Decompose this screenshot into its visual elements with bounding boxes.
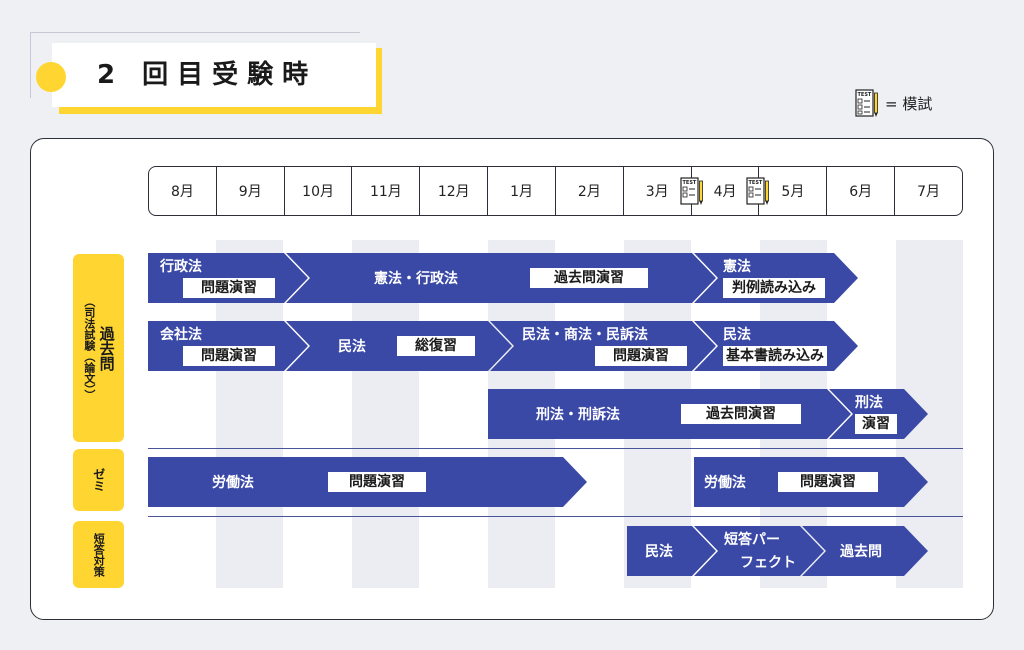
month-cell: 10月	[285, 167, 353, 215]
month-cell: 5月	[759, 167, 828, 215]
subject-label: 憲法・行政法	[374, 271, 458, 287]
test-sheet-icon: TEST	[855, 89, 878, 117]
month-cell: 2月	[556, 167, 624, 215]
subject-label: 民法・商法・民訴法	[522, 327, 648, 343]
month-cell: 11月	[352, 167, 421, 215]
section-sublabel: （司法試験（論文））	[82, 295, 96, 401]
section-label: 短答対策	[92, 532, 106, 577]
month-cell: 12月	[420, 167, 489, 215]
subject-label: 刑法	[855, 395, 883, 411]
page-title: 2 回目受験時	[97, 60, 318, 90]
subject-label: 行政法	[160, 259, 202, 275]
subject-label: 過去問	[840, 544, 882, 560]
legend-label: = 模試	[885, 94, 933, 113]
task-box: 判例読み込み	[723, 278, 825, 298]
subject-label: フェクト	[740, 555, 796, 571]
test-sheet-icon: TEST	[746, 177, 770, 211]
subject-label: 憲法	[723, 259, 751, 275]
section-label: 過去問	[97, 325, 116, 371]
subject-label: 短答パー	[724, 532, 780, 548]
legend: TEST = 模試	[855, 88, 932, 118]
test-sheet-icon: TEST	[680, 177, 704, 211]
subject-label: 労働法	[212, 475, 254, 491]
subject-label: 民法	[338, 339, 366, 355]
arrow-short-c	[802, 526, 928, 576]
arrow-row3-a	[488, 389, 851, 439]
section-divider	[148, 448, 963, 449]
task-box: 問題演習	[595, 346, 687, 366]
subject-label: 会社法	[160, 327, 202, 343]
section-label: ゼミ	[91, 468, 106, 492]
section-label-seminar: ゼミ	[73, 449, 124, 511]
section-divider	[148, 516, 963, 517]
month-cell: 7月	[917, 184, 940, 200]
arrow-short-a	[627, 526, 716, 576]
title-dot	[36, 62, 66, 92]
arrow-short-b	[694, 526, 824, 576]
month-cell: 8月	[149, 167, 217, 215]
section-label-short-answer: 短答対策	[73, 521, 124, 588]
task-box: 基本書読み込み	[723, 346, 827, 366]
section-label-past-exams: （司法試験（論文）） 過去問	[73, 254, 124, 442]
task-box: 問題演習	[183, 346, 275, 366]
task-box: 過去問演習	[681, 404, 801, 424]
title-box	[52, 43, 376, 107]
task-box: 問題演習	[183, 278, 275, 298]
subject-label: 民法	[723, 327, 751, 343]
arrow-row1-b	[286, 253, 716, 303]
task-box: 問題演習	[328, 472, 426, 492]
task-box: 過去問演習	[530, 268, 648, 288]
task-box: 問題演習	[778, 472, 878, 492]
svg-text:TEST: TEST	[858, 92, 872, 98]
svg-text:TEST: TEST	[749, 180, 763, 186]
month-cell: 6月	[827, 167, 896, 215]
subject-label: 刑法・刑訴法	[536, 407, 620, 423]
title-outline	[30, 32, 360, 98]
month-cell: 1月	[488, 167, 556, 215]
svg-text:TEST: TEST	[683, 180, 697, 186]
subject-label: 民法	[645, 544, 673, 560]
task-box: 演習	[855, 414, 897, 434]
month-cell: 9月	[217, 167, 285, 215]
task-box: 総復習	[397, 336, 475, 356]
month-header: 8月 9月 10月 11月 12月 1月 2月 3月 4月 5月 6月 7月	[148, 166, 963, 216]
subject-label: 労働法	[704, 475, 746, 491]
